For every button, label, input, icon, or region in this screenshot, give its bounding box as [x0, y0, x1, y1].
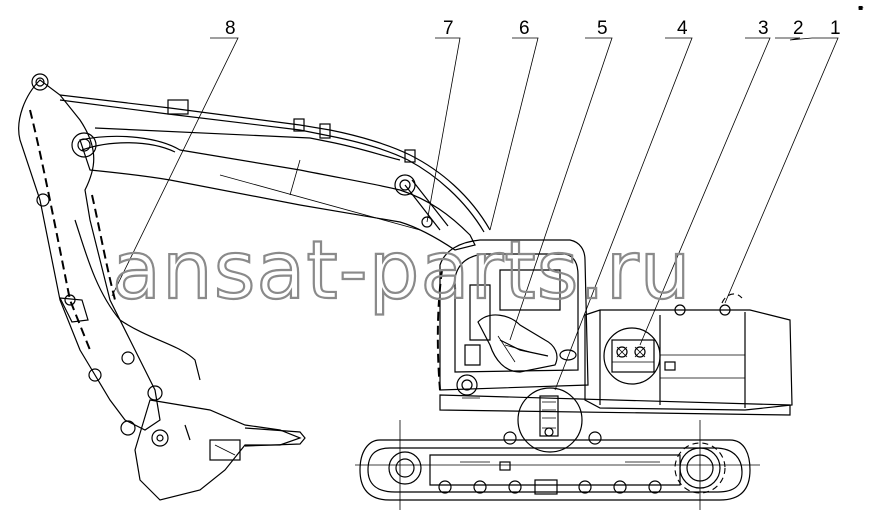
corner-mark: ▪̶ [857, 3, 863, 12]
arm [18, 73, 201, 436]
callout-2: 2 [793, 18, 804, 39]
callout-6: 6 [519, 18, 530, 39]
leader-lines [111, 37, 839, 391]
swing-motor-detail [517, 387, 583, 453]
boom-cylinder [404, 179, 449, 231]
breaker-attachment [134, 399, 306, 501]
control-valve-detail [603, 327, 661, 385]
boom [59, 94, 491, 251]
callout-4: 4 [677, 18, 688, 39]
callout-8: 8 [225, 18, 236, 39]
callout-5: 5 [597, 18, 608, 39]
upper-structure [439, 293, 793, 416]
callout-7: 7 [443, 18, 454, 39]
cab [436, 239, 589, 399]
undercarriage [355, 420, 760, 510]
callout-3: 3 [758, 18, 769, 39]
operator-seat-detail [477, 314, 558, 373]
callout-1: 1 [830, 18, 841, 39]
callout-numbers: 1 2 3 4 5 6 7 8 [225, 18, 841, 39]
watermark-text: ansat-parts.ru [112, 224, 691, 317]
